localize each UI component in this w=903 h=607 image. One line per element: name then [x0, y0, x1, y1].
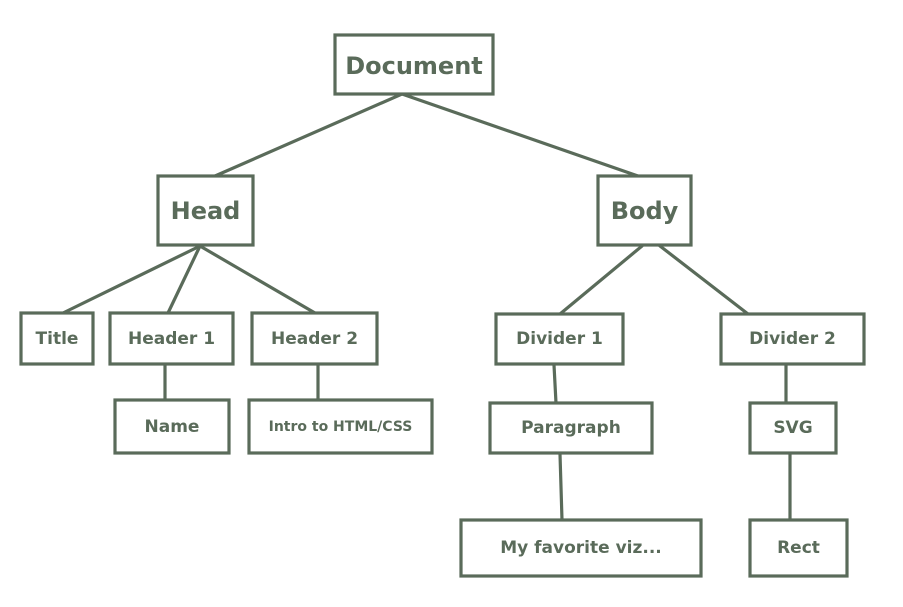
edge-head-title [61, 244, 202, 315]
node-document-label: Document [345, 52, 483, 80]
node-name-label: Name [145, 417, 200, 437]
node-head: Head [156, 174, 255, 247]
node-head-label: Head [171, 197, 241, 225]
node-name: Name [113, 398, 231, 455]
edge-document-body [400, 92, 640, 178]
node-rect-label: Rect [777, 538, 820, 558]
edge-paragraph-myfav [558, 452, 564, 522]
node-header-1-label: Header 1 [128, 329, 215, 349]
edge-head-header2 [198, 244, 317, 315]
edge-document-head [213, 92, 404, 178]
edge-body-divider2 [658, 244, 750, 316]
node-document: Document [333, 33, 495, 96]
node-svg-label: SVG [773, 418, 812, 438]
node-intro: Intro to HTML/CSS [247, 398, 434, 455]
node-divider-1-label: Divider 1 [516, 329, 603, 349]
node-divider-1: Divider 1 [494, 312, 625, 366]
node-divider-2: Divider 2 [719, 312, 866, 366]
node-body: Body [596, 174, 693, 247]
node-header-2-label: Header 2 [271, 329, 358, 349]
node-title-label: Title [36, 329, 79, 349]
edge-body-divider1 [558, 244, 644, 316]
node-header-1: Header 1 [108, 311, 235, 366]
node-divider-2-label: Divider 2 [749, 329, 836, 349]
edge-divider1-paragraph [552, 363, 558, 405]
node-rect: Rect [748, 518, 849, 578]
node-title: Title [19, 311, 95, 366]
tree-edges [61, 92, 792, 522]
tree-nodes: Document Head Body Title Header 1 Header… [19, 33, 866, 578]
edge-head-header1 [166, 244, 202, 315]
node-paragraph: Paragraph [488, 401, 654, 455]
node-svg: SVG [748, 401, 838, 455]
node-paragraph-label: Paragraph [521, 418, 621, 438]
node-body-label: Body [611, 197, 679, 225]
node-header-2: Header 2 [250, 311, 379, 366]
node-my-favorite-viz: My favorite viz... [459, 518, 703, 578]
node-my-favorite-viz-label: My favorite viz... [500, 538, 662, 558]
node-intro-label: Intro to HTML/CSS [269, 419, 413, 435]
